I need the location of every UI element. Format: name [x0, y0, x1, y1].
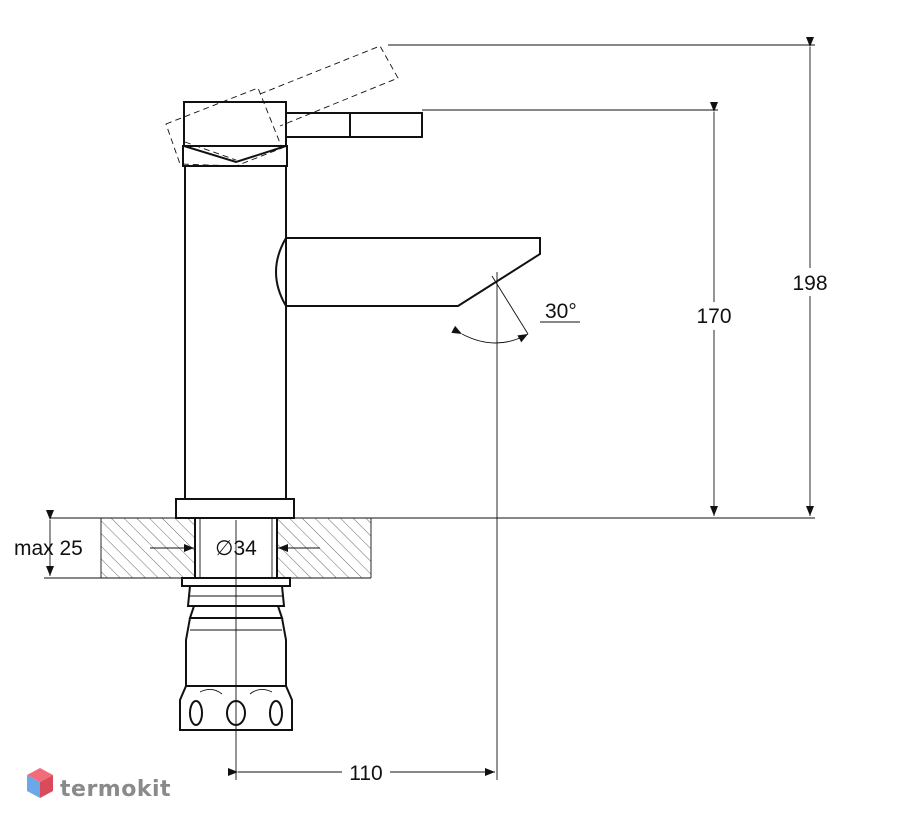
- faucet-body: [175, 101, 541, 519]
- dimension-170: 170: [692, 102, 738, 516]
- handle-raised-outline: [165, 45, 399, 167]
- dim-label-max-25: max 25: [14, 537, 83, 560]
- dim-label-110: 110: [349, 762, 382, 785]
- angle-30: 30°: [451, 275, 580, 344]
- cube-logo-icon: [27, 768, 53, 798]
- dimension-110: 110: [228, 760, 495, 785]
- mounting-nut: [179, 577, 293, 731]
- dim-label-198: 198: [792, 272, 827, 295]
- dimension-198: 198: [788, 37, 834, 516]
- dim-label-diameter-34: ∅34: [215, 537, 257, 560]
- logo-wordmark: termokit: [60, 777, 171, 802]
- termokit-logo: termokit: [27, 768, 171, 802]
- dim-label-30-degree: 30°: [545, 300, 577, 323]
- dim-label-170: 170: [696, 305, 731, 328]
- dimension-diameter-34: ∅34: [150, 537, 320, 560]
- dimension-max-25: max 25: [14, 510, 101, 579]
